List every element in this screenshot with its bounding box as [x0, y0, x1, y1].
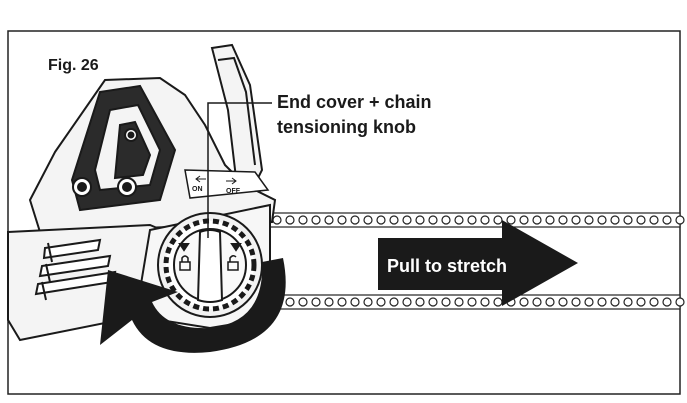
chain-link [584, 215, 594, 225]
chain-link [454, 297, 464, 307]
chain-link [636, 215, 646, 225]
chain-link [389, 215, 399, 225]
chain-link [662, 215, 672, 225]
chain-link [363, 297, 373, 307]
chain-link [454, 215, 464, 225]
chain-link [415, 297, 425, 307]
chain-link [441, 297, 451, 307]
chain-link [558, 215, 568, 225]
chain-link [519, 297, 529, 307]
lock-icon [179, 255, 191, 271]
chain-link [623, 215, 633, 225]
chain-link [610, 297, 620, 307]
chain-link [480, 215, 490, 225]
chain-link [467, 297, 477, 307]
unlock-icon [227, 254, 239, 271]
chain-link [558, 297, 568, 307]
callout-leader [207, 102, 272, 238]
chain-link [480, 297, 490, 307]
pull-to-stretch-label: Pull to stretch [387, 256, 507, 276]
right-arrow-icon [378, 220, 578, 306]
chain-link [285, 215, 295, 225]
chain-link [402, 215, 412, 225]
chain-link [532, 215, 542, 225]
chain-link [350, 215, 360, 225]
motor-housing [7, 223, 187, 342]
chain-link [649, 215, 659, 225]
callout-line-2: tensioning knob [277, 117, 416, 137]
chain-link [571, 297, 581, 307]
chain-link [545, 297, 555, 307]
chain-link [610, 215, 620, 225]
chain-link [389, 297, 399, 307]
chain-link [298, 297, 308, 307]
switch-off-label: OFF [226, 188, 241, 195]
chain-link [376, 215, 386, 225]
chain-link [428, 297, 438, 307]
chain-link [311, 215, 321, 225]
chain-link [363, 215, 373, 225]
on-off-indicator: ON OFF [184, 169, 270, 199]
chain-link [519, 215, 529, 225]
chain-link [441, 215, 451, 225]
chain-link [545, 215, 555, 225]
chain-link [532, 297, 542, 307]
chain-upper [267, 212, 685, 228]
chain-link [298, 215, 308, 225]
chain-link [415, 215, 425, 225]
chain-link [675, 215, 685, 225]
chain-link [324, 215, 334, 225]
chain-link [493, 215, 503, 225]
chain-link [584, 297, 594, 307]
chain-link [272, 215, 282, 225]
switch-on-label: ON [192, 186, 203, 193]
chain-link [623, 297, 633, 307]
chain-link [337, 297, 347, 307]
chain-lower [267, 294, 685, 310]
chain-link [467, 215, 477, 225]
chain-link [675, 297, 685, 307]
chain-link [376, 297, 386, 307]
curved-rotation-arrow-icon [100, 258, 286, 353]
callout-line-1: End cover + chain [277, 92, 432, 112]
chain-link [311, 297, 321, 307]
chain-link [428, 215, 438, 225]
chain-link [337, 215, 347, 225]
chain-link [493, 297, 503, 307]
chain-tensioning-knob [157, 212, 263, 318]
chain-link [350, 297, 360, 307]
chain-link [597, 297, 607, 307]
figure-label: Fig. 26 [48, 57, 99, 74]
chain-link [324, 297, 334, 307]
chain-link [662, 297, 672, 307]
chain-link [506, 215, 516, 225]
chain-link [636, 297, 646, 307]
chain-link [285, 297, 295, 307]
chain-link [649, 297, 659, 307]
chain-link [402, 297, 412, 307]
chain-link [597, 215, 607, 225]
chain-link [571, 215, 581, 225]
